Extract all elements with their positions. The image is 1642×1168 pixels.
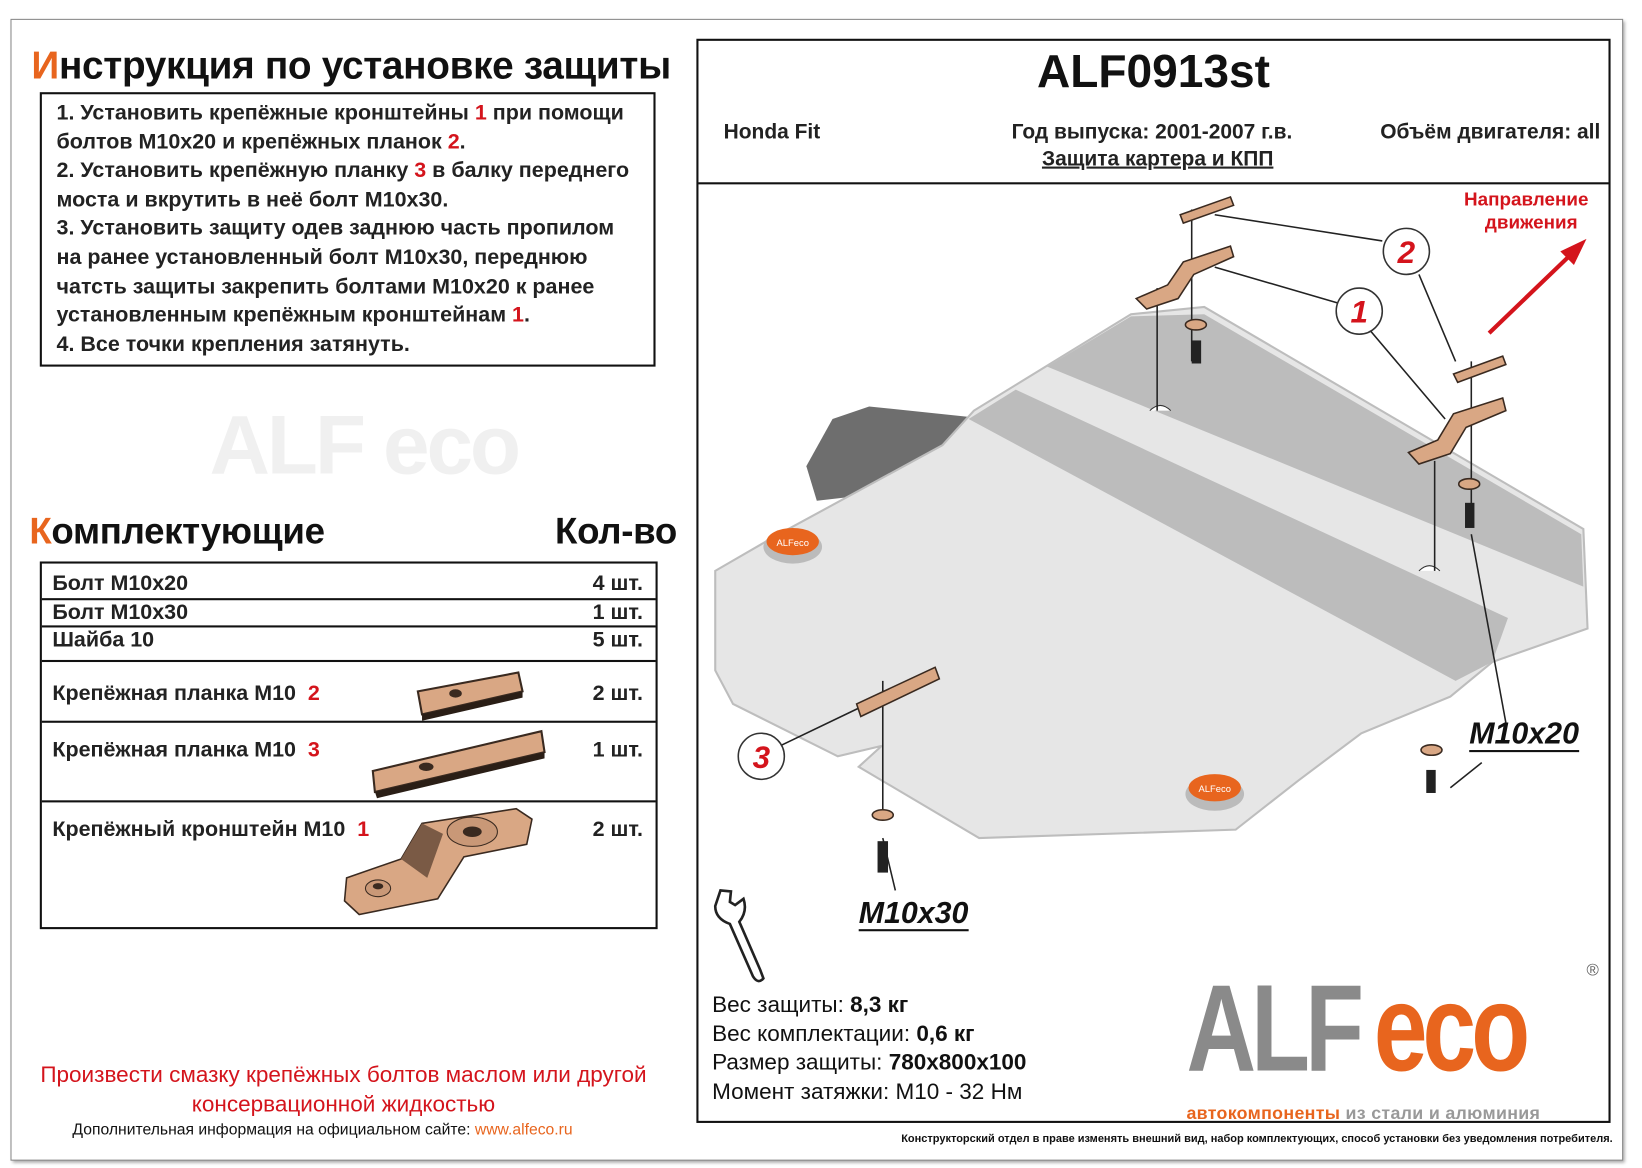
lubrication-note: Произвести смазку крепёжных болтов масло…: [40, 1062, 647, 1117]
direction-label-line1: Направление: [1463, 188, 1589, 210]
title-initial: И: [31, 43, 59, 87]
bolts: [877, 340, 1475, 873]
direction-label-line2: движения: [1484, 211, 1578, 233]
mounting-slot: [1149, 404, 1172, 412]
instruction-step: 4. Все точки крепления затянуть.: [56, 331, 410, 356]
site-info: Дополнительная информация на официальном…: [72, 1120, 573, 1139]
mounting-plate-2-image: [416, 671, 524, 721]
alfeco-sticker: ALFeco: [763, 527, 823, 564]
instructions-box: 1. Установить крепёжные кронштейны 1 при…: [39, 92, 656, 367]
protection-weight: Вес защиты: 8,3 кг: [712, 992, 909, 1018]
mounting-plate-3-image: [371, 729, 546, 799]
callout-3: 3: [753, 740, 771, 775]
instruction-step: 3. Установить защиту одев заднюю часть п…: [56, 216, 615, 327]
direction-arrow: [1487, 238, 1587, 335]
callout-2: 2: [1397, 235, 1416, 270]
assembly-lines: [779, 209, 1507, 891]
wrench-icon: [713, 888, 765, 983]
tightening-torque: Момент затяжки: М10 - 32 Нм: [712, 1078, 1023, 1105]
instruction-step: 2. Установить крепёжную планку 3 в балку…: [56, 158, 630, 212]
bronze-parts: [855, 195, 1507, 822]
mounting-bracket-1-image: [343, 807, 533, 916]
bolt-label-m10x30: M10x30: [858, 896, 969, 932]
protection-size: Размер защиты: 780x800x100: [712, 1049, 1027, 1075]
product-code: ALF0913st: [1036, 46, 1270, 98]
instructions-title: Инструкция по установке защиты: [31, 43, 671, 88]
title-text: нструкция по установке защиты: [58, 43, 671, 87]
disclaimer: Конструкторский отдел в праве изменять в…: [901, 1132, 1613, 1145]
header-divider: [698, 182, 1609, 185]
engine-volume: Объём двигателя: all: [1380, 120, 1601, 144]
bolt-label-m10x20: M10x20: [1469, 717, 1579, 753]
brand-tagline: автокомпоненты из стали и алюминия: [1186, 1103, 1541, 1123]
quantity-header: Кол-во: [555, 511, 677, 553]
parts-title: Комплектующие: [29, 511, 325, 553]
svg-text:ALFeco: ALFeco: [777, 537, 809, 548]
car-model: Honda Fit: [723, 120, 821, 144]
kit-weight: Вес комплектации: 0,6 кг: [712, 1021, 975, 1047]
website-link[interactable]: www.alfeco.ru: [474, 1120, 573, 1139]
instruction-step: 1. Установить крепёжные кронштейны 1 при…: [56, 100, 624, 154]
production-years: Год выпуска: 2001-2007 г.в.: [1011, 120, 1293, 144]
skid-plate-rib: [968, 389, 1508, 681]
registered-mark: ®: [1586, 961, 1599, 980]
watermark: ALF eco: [209, 398, 521, 492]
skid-plate-flap: [806, 406, 969, 501]
page-border: [10, 18, 1624, 1161]
svg-text:ALFeco: ALFeco: [1199, 783, 1231, 794]
alfeco-sticker: ALFeco: [1185, 774, 1245, 811]
product-panel: [696, 38, 1611, 1123]
callout-1: 1: [1351, 295, 1368, 330]
skid-plate-rib: [1047, 314, 1584, 587]
protection-type: Защита картера и КПП: [1041, 147, 1274, 171]
